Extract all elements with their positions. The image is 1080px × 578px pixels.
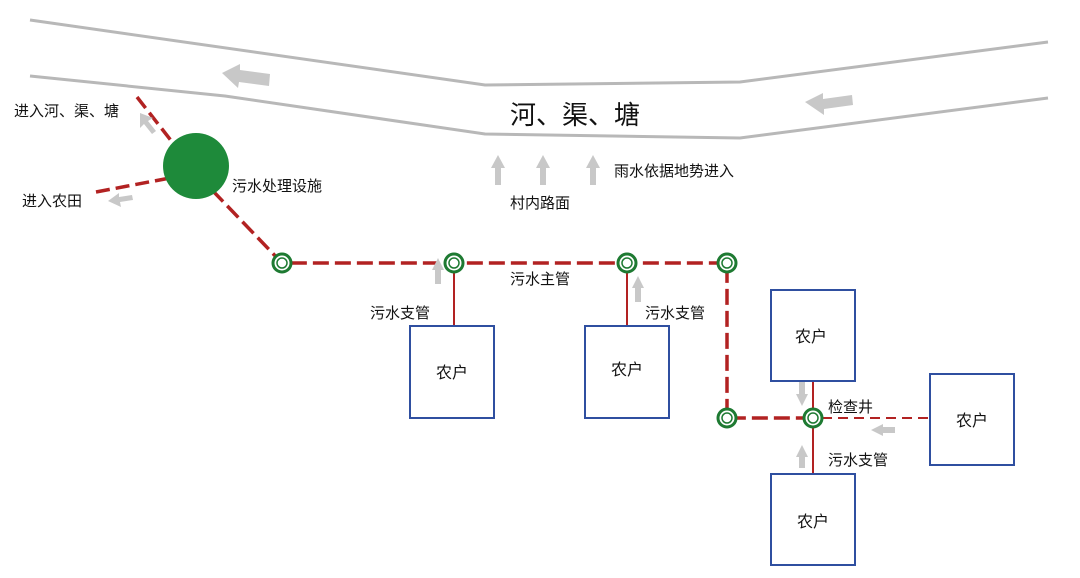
inspection-well-3 (616, 252, 638, 274)
facility-label: 污水处理设施 (232, 177, 322, 195)
outlet-pipe-river (135, 95, 182, 154)
branch-pipe-label-3: 污水支管 (828, 451, 888, 469)
inspection-well-4 (716, 252, 738, 274)
river-bank-lower (29, 74, 1049, 140)
branch-pipe-label-2: 污水支管 (645, 304, 705, 322)
main-pipe-label: 污水主管 (510, 270, 570, 288)
rainwater-label: 雨水依据地势进入 (614, 162, 734, 180)
household-2-label: 农户 (611, 360, 643, 379)
rainwater-arrows (491, 155, 600, 185)
inspection-well-6 (802, 407, 824, 429)
sewage-main-pipe (210, 188, 813, 420)
inspection-well-5 (716, 407, 738, 429)
household-3 (770, 289, 856, 382)
river-flow-arrow-right (805, 93, 853, 115)
outlet-farmland-label: 进入农田 (22, 192, 82, 210)
household-3-label: 农户 (795, 327, 827, 346)
household-5-label: 农户 (797, 512, 829, 531)
river-bank-upper (29, 18, 1049, 87)
household-1-label: 农户 (436, 363, 468, 382)
outlet-arrow-river (140, 113, 156, 134)
inspection-well-1 (271, 252, 293, 274)
outlet-arrow-farmland (108, 193, 133, 207)
outlet-river-label: 进入河、渠、塘 (14, 102, 119, 120)
household-4 (929, 373, 1015, 466)
inspection-well-2 (443, 252, 465, 274)
household-5 (770, 473, 856, 566)
household-1 (409, 325, 495, 419)
branch-arrow-top-household (796, 381, 808, 406)
road-label: 村内路面 (510, 194, 570, 212)
branch-arrow-bottom-household (796, 445, 808, 468)
household-2 (584, 325, 670, 419)
outlet-pipe-farmland (95, 176, 171, 194)
branch-arrow-2 (632, 276, 644, 302)
river-label: 河、渠、塘 (510, 101, 640, 131)
treatment-facility (163, 133, 229, 199)
branch-arrow-right-household (871, 424, 895, 436)
inspection-wells (271, 252, 824, 429)
river-flow-arrow-left (222, 64, 270, 88)
branch-arrow-1 (432, 258, 444, 284)
inspection-well-label: 检查井 (828, 398, 873, 416)
household-4-label: 农户 (956, 411, 988, 430)
branch-pipe-label-1: 污水支管 (370, 304, 430, 322)
